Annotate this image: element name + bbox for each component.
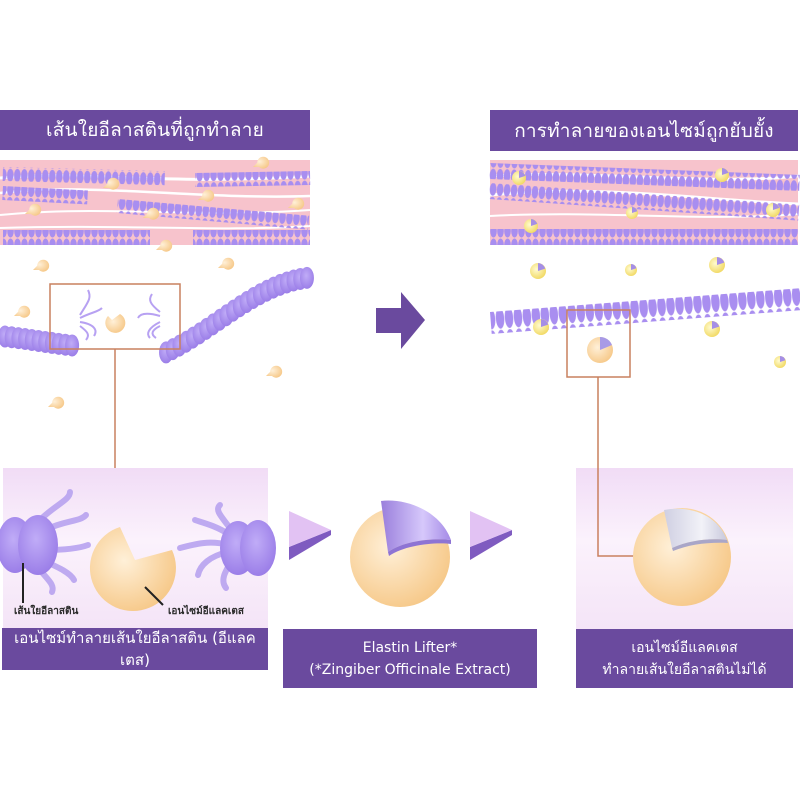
elastin-fiber-end-left (0, 489, 91, 603)
middle-caption-line2: (*Zingiber Officinale Extract) (309, 661, 511, 678)
fiber-label: เส้นใยอีลาสติน (14, 606, 79, 617)
play-triangle-icon (289, 511, 331, 560)
elastin-fiber-broken (2, 167, 311, 245)
left-caption-box: เอนไซม์ทำลายเส้นใยอีลาสติน (อีแลคเตส) (2, 628, 268, 670)
play-triangle-icon (470, 511, 512, 560)
elastase-enzyme-icon (253, 156, 270, 169)
left-zoom-connector (49, 283, 181, 468)
left-skin-layer (0, 160, 311, 245)
elastin-fiber-intact (488, 163, 800, 245)
enzyme-label: เอนไซม์อีแลคเตส (168, 606, 244, 617)
elastase-enzyme-icon (14, 305, 31, 318)
left-title-banner: เส้นใยอีลาสตินที่ถูกทำลาย (0, 110, 310, 150)
right-title: การทำลายของเอนไซม์ถูกยับยั้ง (514, 119, 774, 142)
left-damaged-fiber (0, 266, 314, 364)
elastase-enzyme-icon (103, 177, 120, 190)
elastase-enzyme-icon (156, 239, 173, 252)
right-caption-box: เอนไซม์อีแลคเตส ทำลายเส้นใยอีลาสตินไม่ได… (576, 629, 793, 688)
blocked-site-icon (664, 508, 727, 548)
right-caption-line2: ทำลายเส้นใยอีลาสตินไม่ได้ (602, 661, 767, 678)
elastase-enzyme-icon (143, 207, 160, 220)
right-intact-fiber (489, 288, 800, 334)
elastase-enzymes-scattered (14, 156, 305, 409)
right-skin-layer (488, 160, 800, 245)
right-arrow-icon (376, 292, 425, 349)
elastase-enzyme-icon (48, 396, 65, 409)
elastase-enzyme-icon (198, 189, 215, 202)
elastin-lifter-icon (381, 500, 451, 552)
middle-caption-line1: Elastin Lifter* (362, 639, 458, 656)
middle-caption-box: Elastin Lifter* (*Zingiber Officinale Ex… (283, 629, 537, 688)
left-caption: เอนไซม์ทำลายเส้นใยอีลาสติน (อีแลคเตส) (14, 629, 256, 669)
elastase-enzyme-large-icon (89, 527, 176, 612)
elastase-enzyme-icon (33, 259, 50, 272)
elastase-enzyme-icon (266, 365, 283, 378)
elastase-enzyme-icon (25, 203, 42, 216)
elastase-enzyme-icon (218, 257, 235, 270)
elastin-fiber-end-right (177, 502, 276, 591)
elastase-enzyme-icon (288, 197, 305, 210)
right-caption-line1: เอนไซม์อีแลคเตส (631, 639, 738, 656)
inhibited-enzymes-front (533, 319, 720, 337)
elastase-enzyme-icon (105, 314, 126, 333)
inhibited-enzymes-scattered (512, 168, 786, 368)
left-title: เส้นใยอีลาสตินที่ถูกทำลาย (46, 119, 264, 141)
right-title-banner: การทำลายของเอนไซม์ถูกยับยั้ง (490, 110, 798, 151)
